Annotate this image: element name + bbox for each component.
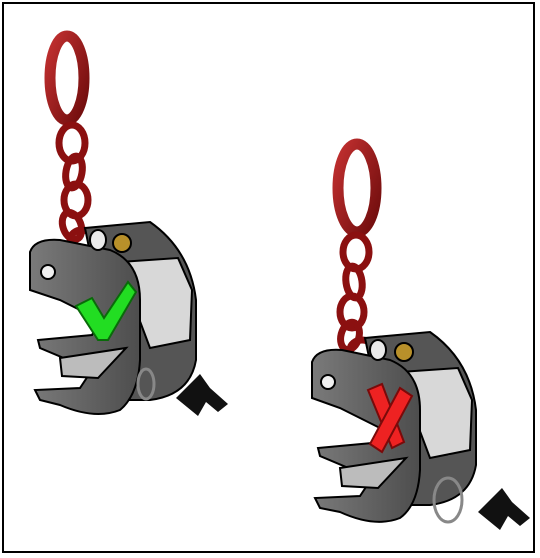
brand-badge <box>395 343 413 361</box>
arrow-icon <box>478 488 530 530</box>
brand-badge <box>113 234 131 252</box>
master-ring <box>338 144 376 232</box>
clamp-correct <box>30 36 228 416</box>
master-ring <box>50 36 84 120</box>
clamp-incorrect <box>312 144 530 530</box>
